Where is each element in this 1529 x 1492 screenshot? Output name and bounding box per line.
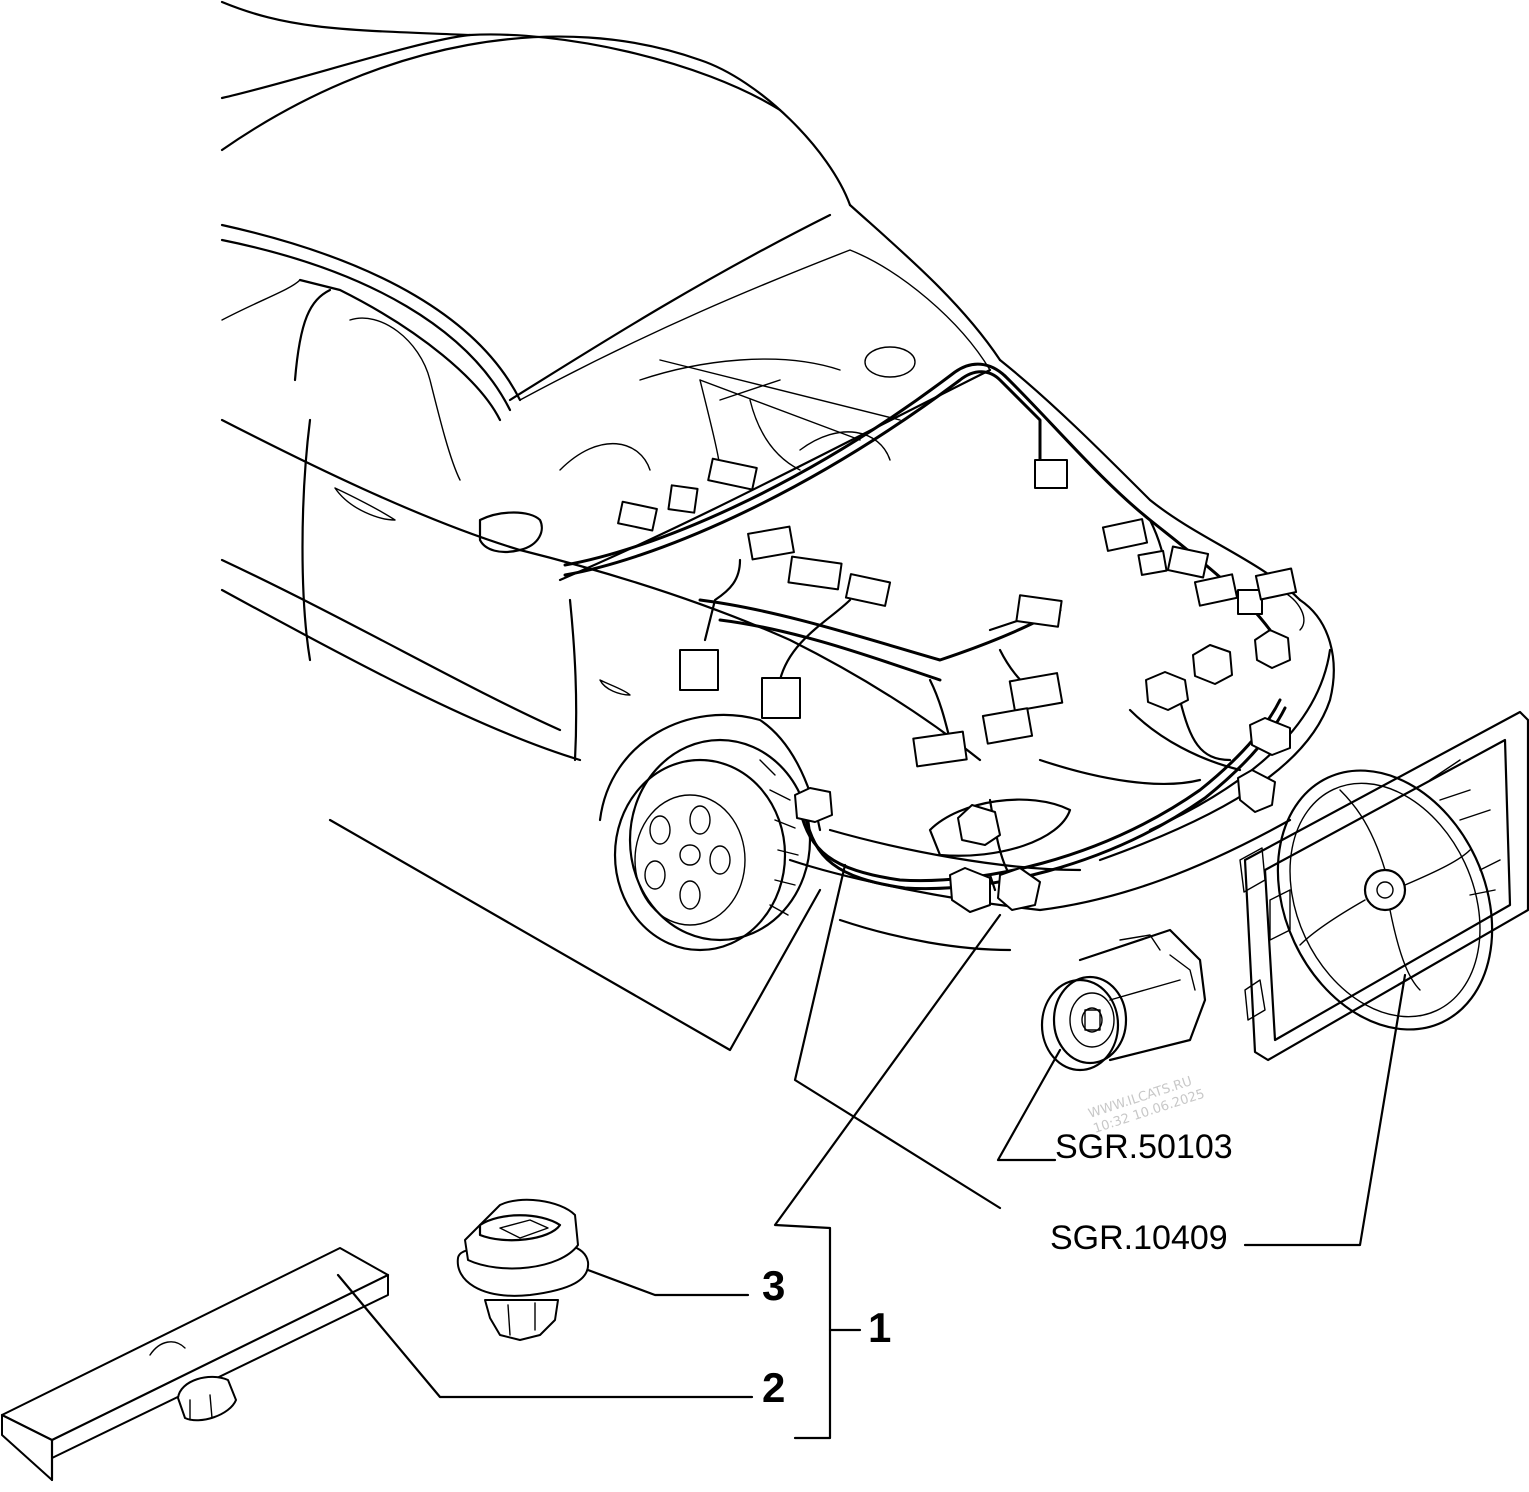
harness-connectors [617, 457, 1298, 913]
reference-sgr-10409: SGR.10409 [1050, 1219, 1228, 1257]
callout-2: 2 [762, 1364, 785, 1411]
trim-strip-part-2 [0, 1247, 390, 1482]
clip-part-3 [456, 1198, 590, 1341]
reference-sgr-50103: SGR.50103 [1055, 1128, 1233, 1166]
radiator-fan-illustration [1239, 710, 1529, 1062]
callout-1: 1 [868, 1304, 891, 1351]
car-body-illustration [220, 0, 1335, 1052]
callout-3: 3 [762, 1262, 785, 1309]
ac-compressor-illustration [1040, 928, 1207, 1072]
wiring-harness [563, 362, 1287, 902]
leader-lines [336, 863, 1407, 1440]
